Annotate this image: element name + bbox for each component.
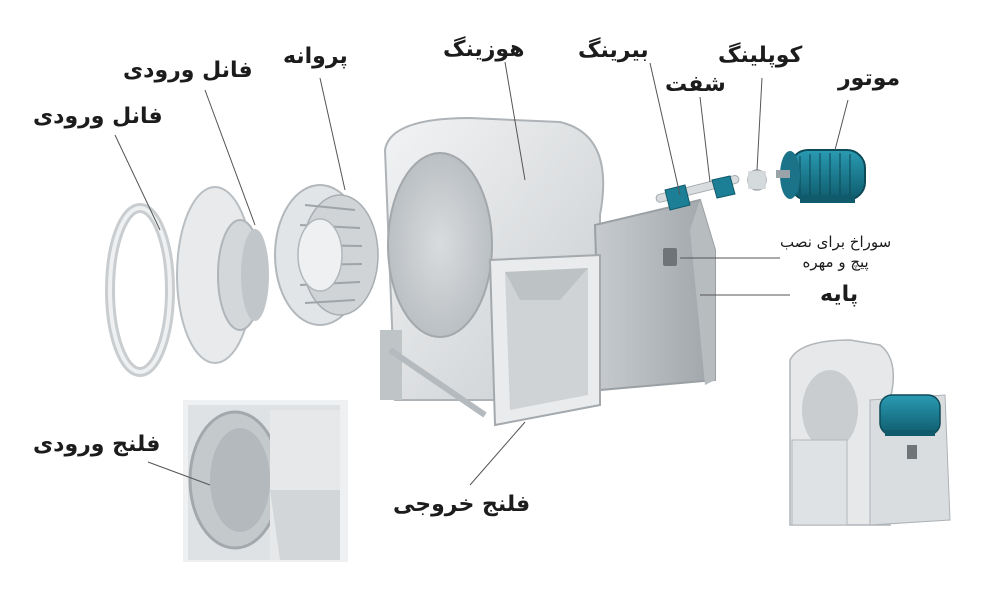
- label-mount-hole: سوراخ برای نصب پیچ و مهره: [780, 232, 891, 273]
- assembled-fan-inset: [789, 339, 951, 526]
- inlet-ring: [105, 203, 175, 377]
- label-inlet-funnel-left: فانل ورودی: [33, 104, 163, 129]
- leader-lines: [114, 61, 849, 486]
- impeller: [274, 184, 379, 326]
- label-coupling: کوپلینگ: [718, 43, 803, 68]
- inlet-flange-inset: [183, 400, 348, 562]
- label-impeller: پروانه: [283, 44, 348, 69]
- label-housing: هوزینگ: [443, 37, 525, 62]
- label-bearing: بیرینگ: [578, 38, 649, 63]
- motor: [776, 149, 866, 203]
- coupling: [747, 169, 767, 191]
- label-inlet-funnel-top: فانل ورودی: [123, 58, 253, 83]
- label-outlet-flange: فلنج خروجی: [393, 492, 531, 517]
- label-base: پایه: [820, 282, 859, 307]
- outlet-flange: [488, 253, 601, 427]
- label-mount-hole-line2: پیچ و مهره: [802, 253, 869, 272]
- label-shaft: شفت: [665, 72, 726, 97]
- label-mount-hole-line1: سوراخ برای نصب: [780, 233, 892, 251]
- inlet-funnel: [176, 186, 269, 364]
- base: [593, 198, 716, 392]
- label-inlet-flange: فلنج ورودی: [33, 432, 161, 457]
- label-motor: موتور: [838, 66, 901, 91]
- shaft-and-bearings: [655, 175, 740, 211]
